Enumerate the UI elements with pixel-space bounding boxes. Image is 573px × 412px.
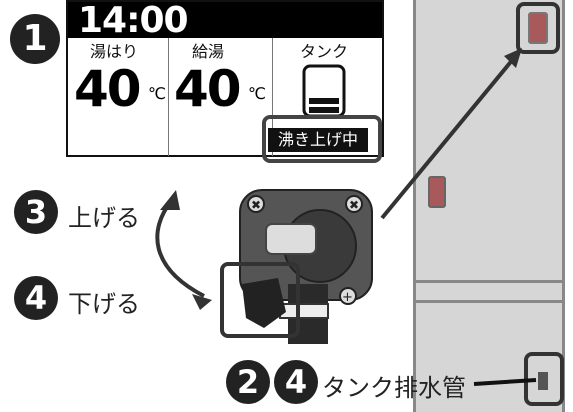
drain-valve-illustration: ✖ ✖ + — [239, 189, 373, 344]
svg-text:+: + — [342, 290, 353, 305]
tank-label: タンク — [300, 42, 349, 61]
panel-seam — [413, 300, 565, 303]
divider — [168, 38, 169, 156]
step-3-badge: 3 — [14, 190, 58, 234]
bath-fill-temp: 40 — [74, 60, 142, 118]
bath-fill-unit: ℃ — [148, 84, 166, 103]
step-4-badge: 4 — [14, 276, 58, 320]
clock-time: 14:00 — [78, 0, 189, 41]
hot-water-label: 給湯 — [192, 42, 225, 61]
drain-pipe-label: タンク排水管 — [322, 374, 466, 402]
step-2-badge: 2 — [226, 360, 270, 404]
svg-text:✖: ✖ — [349, 198, 359, 212]
heat-pump-tank-unit — [413, 0, 565, 412]
valve-lever — [242, 278, 286, 328]
tank-level-icon — [302, 64, 346, 118]
valve-handle-frame — [220, 262, 300, 338]
top-indicator-light — [528, 12, 548, 44]
hot-water-temp: 40 — [174, 60, 242, 118]
drain-pipe-outlet — [538, 372, 548, 390]
panel-seam — [413, 280, 565, 283]
top-indicator-frame — [516, 2, 560, 54]
divider — [272, 38, 273, 156]
lower-label: 下げる — [68, 290, 140, 318]
raise-label: 上げる — [68, 204, 140, 232]
side-indicator — [428, 176, 446, 208]
step-4-badge-bottom: 4 — [274, 360, 318, 404]
time-bar: 14:00 — [68, 0, 382, 41]
step-1-badge: 1 — [10, 14, 60, 64]
svg-text:✖: ✖ — [251, 198, 261, 212]
hot-water-unit: ℃ — [248, 84, 266, 103]
bath-fill-label: 湯はり — [90, 42, 139, 61]
heating-status: 沸き上げ中 — [268, 128, 368, 152]
status-highlight-frame — [262, 115, 382, 163]
